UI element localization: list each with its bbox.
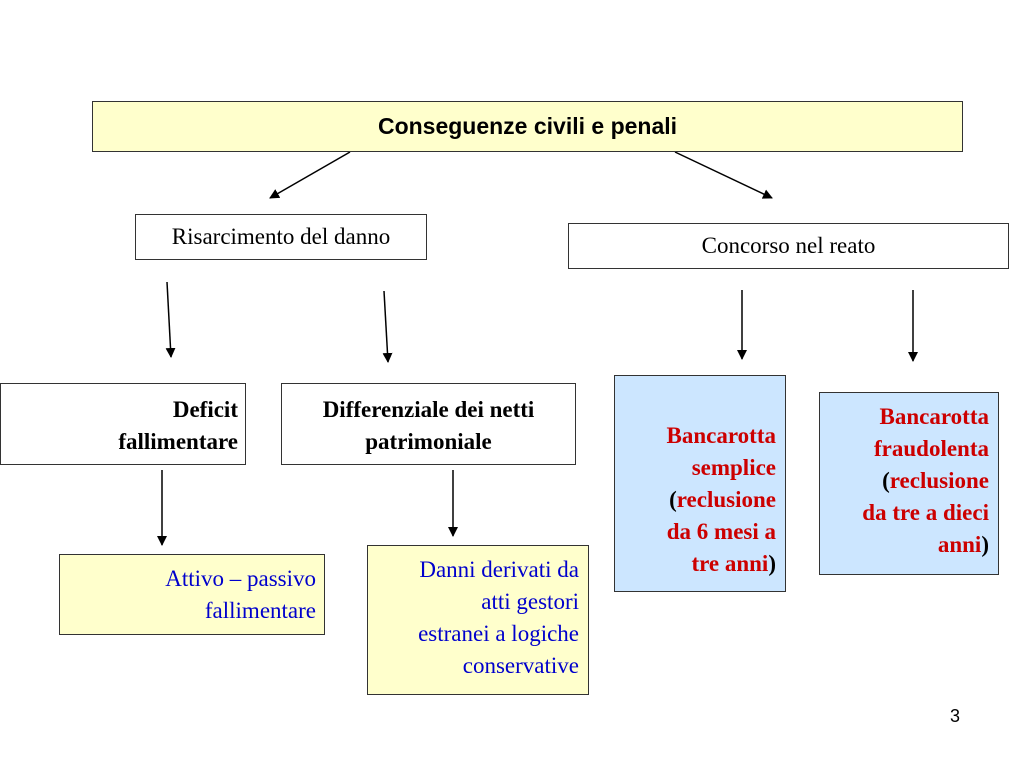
node-concorso: Concorso nel reato: [568, 223, 1009, 269]
node-bancarotta-semplice: Bancarotta semplice (reclusione da 6 mes…: [614, 375, 786, 592]
arrow-risarcimento-to-differenziale: [382, 290, 393, 363]
close-paren: ): [768, 551, 776, 576]
node-fraudolenta-detail-3: anni: [937, 532, 982, 557]
node-semplice-detail-1: reclusione: [676, 487, 776, 512]
node-semplice-line-5: tre anni): [615, 548, 776, 580]
arrow-title-to-concorso: [674, 151, 773, 199]
node-fraudolenta-detail-1: reclusione: [889, 468, 989, 493]
node-risarcimento: Risarcimento del danno: [135, 214, 427, 260]
node-semplice-line-4: da 6 mesi a: [666, 519, 776, 544]
node-semplice-line-2: semplice: [691, 455, 776, 480]
node-attivo-line-1: Attivo – passivo: [165, 566, 316, 591]
node-bancarotta-fraudolenta: Bancarotta fraudolenta (reclusione da tr…: [819, 392, 999, 575]
node-fraudolenta-line-2: fraudolenta: [874, 436, 989, 461]
node-fraudolenta-line-3: (reclusione: [820, 465, 989, 497]
node-danni: Danni derivati da atti gestori estranei …: [367, 545, 589, 695]
node-danni-line-3: estranei a logiche: [418, 621, 579, 646]
node-semplice-detail-3: tre anni: [691, 551, 769, 576]
node-attivo-line-2: fallimentare: [204, 598, 316, 623]
node-deficit-line-2: fallimentare: [118, 429, 238, 454]
diagram-title: Conseguenze civili e penali: [377, 113, 678, 139]
node-deficit-line-1: Deficit: [172, 397, 238, 422]
arrow-risarcimento-to-deficit: [165, 281, 176, 358]
node-fraudolenta-line-1: Bancarotta: [879, 404, 989, 429]
arrow-title-to-risarcimento: [269, 151, 351, 199]
node-fraudolenta-line-5: anni): [820, 529, 989, 561]
node-semplice-line-1: Bancarotta: [666, 423, 776, 448]
node-differenziale: Differenziale dei netti patrimoniale: [281, 383, 576, 465]
node-attivo-passivo: Attivo – passivo fallimentare: [59, 554, 325, 635]
open-paren: (: [882, 468, 890, 493]
node-fraudolenta-line-4: da tre a dieci: [862, 500, 989, 525]
close-paren: ): [981, 532, 989, 557]
page-number: 3: [949, 706, 960, 726]
node-danni-line-2: atti gestori: [481, 589, 579, 614]
node-deficit: Deficit fallimentare: [0, 383, 246, 465]
open-paren: (: [669, 487, 677, 512]
node-risarcimento-label: Risarcimento del danno: [171, 224, 391, 249]
node-concorso-label: Concorso nel reato: [701, 233, 876, 258]
title-box: Conseguenze civili e penali: [92, 101, 963, 152]
node-danni-line-1: Danni derivati da: [419, 557, 579, 582]
node-semplice-line-3: (reclusione: [615, 484, 776, 516]
node-differenziale-line-1: Differenziale dei netti: [322, 397, 535, 422]
node-differenziale-line-2: patrimoniale: [365, 429, 492, 454]
node-danni-line-4: conservative: [462, 653, 579, 678]
